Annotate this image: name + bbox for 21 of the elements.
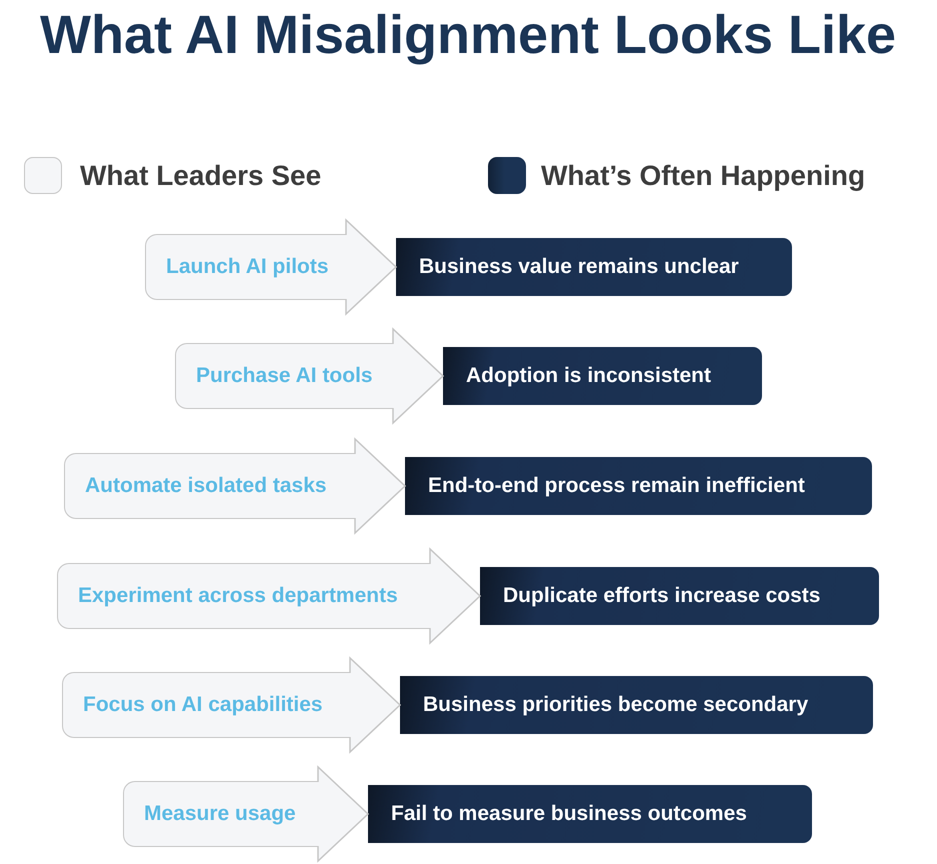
arrow xyxy=(354,437,406,535)
outcome-box: Business value remains unclear xyxy=(396,238,792,296)
action-box: Automate isolated tasks xyxy=(64,453,355,519)
action-box: Purchase AI tools xyxy=(175,343,393,409)
outcome-box: Adoption is inconsistent xyxy=(443,347,762,405)
title: What AI Misalignment Looks Like xyxy=(40,6,896,66)
arrow xyxy=(392,327,444,425)
arrow xyxy=(429,547,482,645)
outcome-box: Business priorities become secondary xyxy=(400,676,873,734)
outcome-box: End-to-end process remain inefficient xyxy=(405,457,872,515)
action-box: Measure usage xyxy=(123,781,318,847)
action-box: Experiment across departments xyxy=(57,563,430,629)
arrow xyxy=(349,656,402,754)
action-box: Focus on AI capabilities xyxy=(62,672,350,738)
outcome-box: Duplicate efforts increase costs xyxy=(480,567,879,625)
action-box: Launch AI pilots xyxy=(145,234,346,300)
arrow xyxy=(317,765,370,863)
legend-label: What Leaders See xyxy=(80,159,322,193)
outcome-box: Fail to measure business outcomes xyxy=(368,785,812,843)
arrow xyxy=(345,218,398,316)
legend-label: What’s Often Happening xyxy=(541,159,866,193)
